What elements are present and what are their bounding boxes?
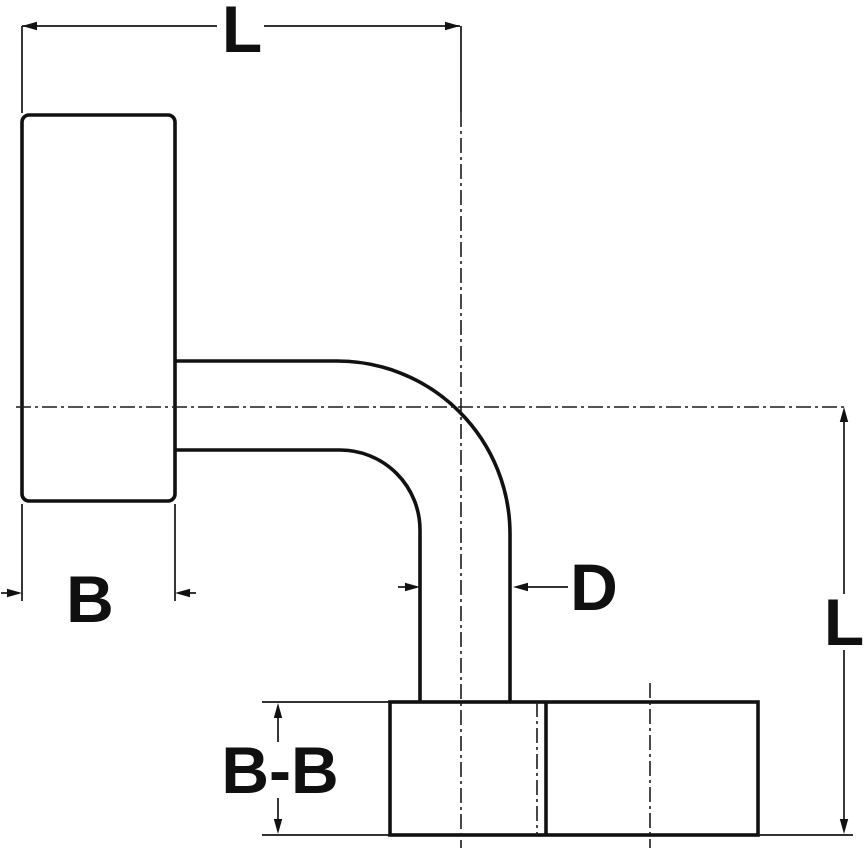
arrow-up-icon (273, 703, 283, 718)
tube-inner-wall (175, 448, 422, 702)
tube-outer-wall (175, 359, 512, 702)
arrow-left-icon (513, 582, 528, 592)
arrow-right-icon (7, 588, 22, 598)
arrow-left-icon (175, 588, 190, 598)
arrow-right-icon (405, 582, 420, 592)
flange-outline (20, 113, 177, 503)
right-length-label: L (824, 585, 864, 659)
tube-diameter-label: D (570, 550, 618, 624)
top-length-label: L (222, 0, 262, 66)
arrow-left-icon (22, 21, 37, 31)
arrow-down-icon (273, 819, 283, 834)
dimension-top-length: L (21, 0, 462, 113)
dimension-section-height: B-B (221, 701, 389, 836)
arrow-down-icon (839, 819, 849, 834)
arrow-right-icon (445, 21, 460, 31)
dimension-right-length: L (758, 407, 864, 836)
dimension-flange-width: B (1, 504, 196, 636)
section-view-outline (388, 700, 760, 837)
dimension-tube-diameter: D (398, 550, 618, 624)
section-label: B-B (221, 733, 338, 807)
flange-width-label: B (66, 562, 114, 636)
arrow-up-icon (839, 407, 849, 422)
